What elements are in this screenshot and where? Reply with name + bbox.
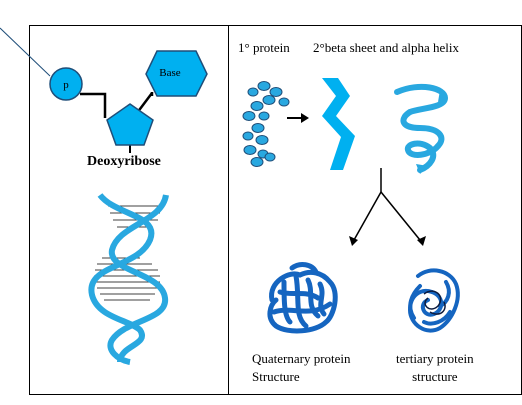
deoxyribose-pentagon xyxy=(106,103,154,146)
pointer-line xyxy=(0,27,51,77)
phosphate-label: p xyxy=(63,79,69,91)
tertiary-label-line2: structure xyxy=(412,369,458,384)
dna-strand-2 xyxy=(107,194,169,365)
quaternary-label-line2: Structure xyxy=(252,369,300,384)
dna-double-helix-icon xyxy=(88,192,169,365)
arrow-head-right xyxy=(417,236,426,246)
quaternary-protein-label: Quaternary protein Structure xyxy=(252,350,351,386)
tertiary-protein-label: tertiary protein structure xyxy=(396,350,474,386)
tertiary-label-line1: tertiary protein xyxy=(396,351,474,366)
base-hexagon xyxy=(145,50,208,97)
deoxyribose-label: Deoxyribose xyxy=(87,154,161,169)
base-label: Base xyxy=(159,67,181,79)
phosphate-sugar-bond xyxy=(80,92,107,118)
branch-arrows xyxy=(353,168,421,241)
primary-protein-label: 1° protein xyxy=(238,40,290,55)
phosphate-circle xyxy=(49,67,83,101)
tertiary-structure-icon xyxy=(407,268,460,333)
quaternary-structure-icon xyxy=(267,262,338,334)
sugar-base-link xyxy=(136,92,153,114)
secondary-protein-label: 2°beta sheet and alpha helix xyxy=(313,40,459,55)
amino-acid-chain-icon xyxy=(242,81,290,167)
nucleotide-diagram xyxy=(49,50,208,153)
beta-sheet-zigzag-icon xyxy=(322,78,355,170)
alpha-helix-icon xyxy=(394,83,449,174)
primary-to-secondary-arrow xyxy=(287,113,309,123)
arrow-head-left xyxy=(349,236,358,246)
quaternary-label-line1: Quaternary protein xyxy=(252,351,351,366)
tertiary-structure-dark-loops xyxy=(423,290,446,315)
